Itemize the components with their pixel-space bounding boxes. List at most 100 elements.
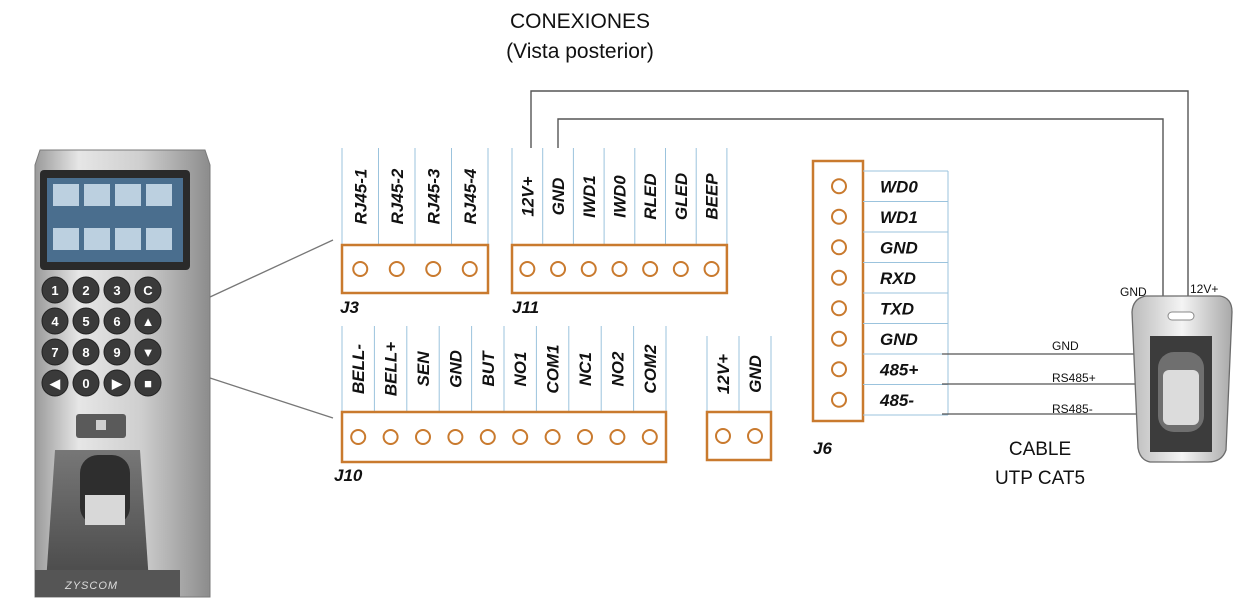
- cable-label-line2: UTP CAT5: [995, 468, 1085, 489]
- keypad-key-label: 8: [82, 345, 89, 360]
- pin-label-j10: NO2: [608, 351, 627, 387]
- terminal-pin: [831, 361, 847, 378]
- pin-label-j11: GND: [549, 178, 568, 216]
- pin-label-j11: IWD0: [610, 175, 629, 218]
- terminal-pin: [352, 261, 369, 277]
- keypad-key-label: 4: [51, 314, 59, 329]
- pin-label-j3: RJ45-1: [351, 169, 370, 225]
- keypad-key: 0: [72, 369, 100, 397]
- keypad-key: 3: [103, 276, 131, 304]
- pin-label-j10: NO1: [511, 352, 530, 387]
- keypad-key-label: ◀: [49, 376, 61, 391]
- connector-pwr: 12V+ GND: [705, 336, 773, 462]
- terminal-pin: [831, 300, 847, 317]
- pointer-line-bottom: [209, 377, 334, 419]
- pin-label-j6: WD0: [880, 177, 918, 196]
- terminal-pin: [577, 429, 593, 445]
- keypad-key: 1: [41, 276, 69, 304]
- power-wires: [530, 90, 1189, 298]
- pin-label-j11: 12V+: [518, 176, 537, 216]
- connector-name-j11: J11: [512, 298, 539, 317]
- pin-label-j11: RLED: [641, 173, 660, 219]
- terminal-pin: [519, 261, 536, 277]
- terminal-pin: [611, 261, 628, 277]
- pin-label-j6: 485-: [879, 391, 914, 410]
- terminal-pin: [512, 429, 529, 445]
- keypad-key-label: 2: [82, 283, 89, 298]
- terminal-pin: [831, 391, 847, 408]
- wire-12v: [530, 90, 1189, 298]
- terminal-pin: [350, 429, 367, 445]
- keypad-key-label: 7: [51, 345, 58, 360]
- pin-label-j3: RJ45-2: [388, 168, 407, 224]
- fingerprint-reader: [1131, 295, 1233, 463]
- terminal-pin: [550, 261, 567, 277]
- keypad-key-label: 9: [113, 345, 120, 360]
- terminal-pin: [831, 208, 847, 225]
- keypad-key-label: 3: [113, 283, 120, 298]
- keypad-key-label: 1: [51, 283, 58, 298]
- pin-label-j10: GND: [446, 350, 465, 388]
- keypad-key: C: [134, 276, 162, 304]
- keypad-key: 5: [72, 307, 100, 335]
- pin-label-j11: IWD1: [580, 175, 599, 218]
- connector-name-j3: J3: [340, 298, 359, 317]
- terminal-pin: [388, 261, 405, 277]
- pin-label-j10: BELL-: [349, 344, 368, 394]
- keypad-key: ▶: [103, 369, 131, 397]
- wire-label-rs485-minus: RS485-: [1052, 402, 1093, 416]
- terminal-pin: [831, 239, 847, 256]
- terminal-pin: [415, 429, 431, 445]
- pin-label-j10: NC1: [576, 352, 595, 386]
- terminal-pin: [425, 261, 442, 277]
- keypad-key: 9: [103, 338, 131, 366]
- keypad-key-label: C: [143, 283, 153, 298]
- keypad-key-label: ▲: [142, 314, 155, 329]
- terminal-pin: [544, 429, 561, 445]
- terminal-pin: [831, 330, 847, 347]
- terminal-pin: [447, 429, 464, 445]
- pin-label-j6: RXD: [880, 269, 916, 288]
- pin-label-pwr: GND: [746, 355, 765, 393]
- pin-label-j10: COM1: [544, 344, 563, 393]
- terminal-pin: [641, 429, 658, 445]
- keypad-key: ■: [134, 369, 162, 397]
- pin-label-j10: BELL+: [382, 342, 401, 396]
- reader-gnd-label: GND: [1120, 285, 1147, 299]
- wire-label-rs485-plus: RS485+: [1052, 371, 1096, 385]
- pin-label-j6: WD1: [880, 208, 918, 227]
- pin-label-j10: COM2: [641, 344, 660, 394]
- device-brand-label: ZYSCOM: [64, 580, 118, 592]
- connector-name-j10: J10: [334, 466, 363, 485]
- keypad-key-label: 5: [82, 314, 89, 329]
- keypad-key-label: ▼: [142, 345, 155, 360]
- pin-label-j3: RJ45-3: [424, 168, 443, 224]
- pin-label-j10: SEN: [414, 351, 433, 387]
- pin-label-j6: 485+: [879, 360, 918, 379]
- terminal-pin: [831, 269, 847, 286]
- diagram-title-line1: CONEXIONES: [509, 10, 651, 33]
- pin-label-j6: TXD: [880, 299, 914, 318]
- keypad-key: ▲: [134, 307, 162, 335]
- keypad-key: 6: [103, 307, 131, 335]
- rs485-wires: [942, 353, 1138, 415]
- pin-label-j10: BUT: [479, 350, 498, 387]
- keypad-key: 8: [72, 338, 100, 366]
- cable-label-line1: CABLE: [1009, 439, 1071, 460]
- terminal-pin: [479, 429, 496, 445]
- keypad-key: ▼: [134, 338, 162, 366]
- pin-label-pwr: 12V+: [714, 354, 733, 394]
- reader-12v-label: 12V+: [1190, 282, 1218, 296]
- wire-label-gnd: GND: [1052, 339, 1079, 353]
- terminal-pin: [747, 428, 763, 444]
- pin-label-j6: GND: [880, 330, 918, 349]
- terminal-pin: [461, 261, 478, 277]
- terminal-pin: [703, 261, 720, 277]
- keypad-key: 2: [72, 276, 100, 304]
- terminal-pin: [382, 429, 399, 445]
